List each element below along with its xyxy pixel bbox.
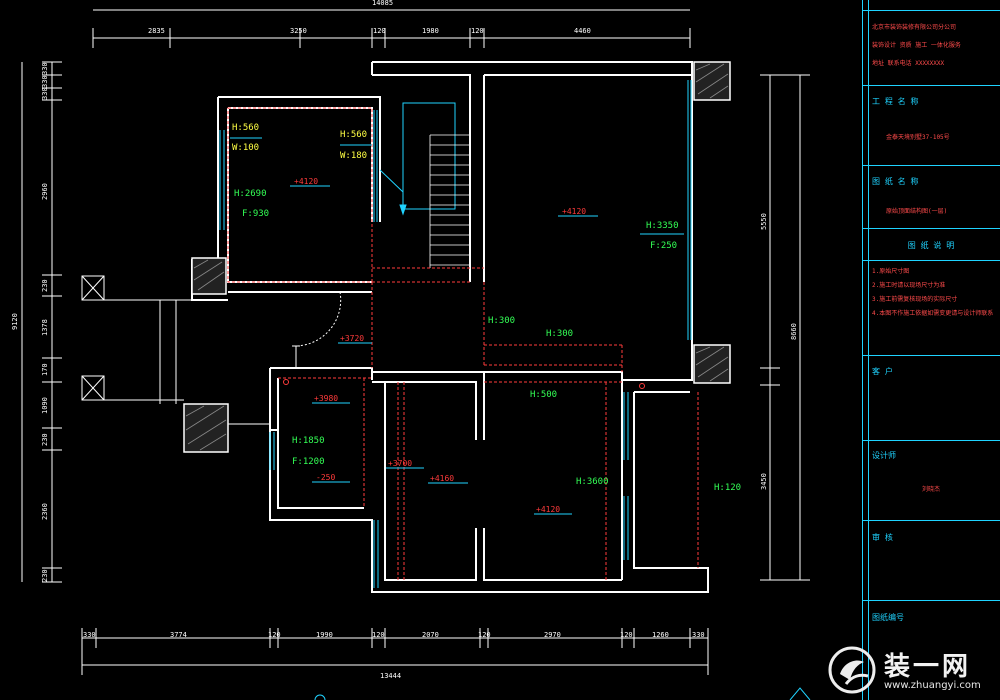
note-3: 3.施工前需复核现场的实际尺寸 (872, 296, 958, 303)
top-dimension-chain (92, 9, 691, 48)
door-swings (292, 291, 342, 368)
bottom-dim-3: 120 (268, 631, 281, 639)
bottom-marker (314, 687, 811, 700)
top-dim-total: 14085 (372, 0, 393, 7)
notes-label: 图 纸 说 明 (907, 241, 955, 250)
left-dim-4: 2960 (41, 183, 49, 200)
note-4: 4.本图不作施工依据如需变更请与设计师联系 (872, 310, 994, 317)
left-dim-3: 330 (41, 87, 49, 100)
label-h560-a: H:560 (232, 123, 259, 133)
left-dimension-chain (21, 61, 62, 583)
client-label: 客 户 (872, 367, 893, 376)
note-1: 1.原始尺寸图 (872, 268, 910, 275)
window-lines (219, 80, 692, 588)
label-elev-3980: +3980 (314, 394, 338, 403)
column-left-lower (183, 403, 229, 453)
bottom-dim-10: 1260 (652, 631, 669, 639)
right-dimension-chain (760, 74, 810, 581)
label-h120: H:120 (714, 483, 741, 493)
right-dim-1: 5550 (760, 213, 768, 230)
left-dim-7: 170 (41, 363, 49, 376)
column-top-right (693, 61, 731, 101)
top-dim-6: 4460 (574, 27, 591, 35)
right-dim-2: 8660 (790, 323, 798, 340)
company-line3: 地址 联系电话 XXXXXXXX (872, 60, 945, 67)
label-elev-4120-b: +4120 (562, 207, 586, 216)
bottom-dim-4: 1990 (316, 631, 333, 639)
review-label: 审 核 (872, 533, 893, 542)
label-elev-3720: +3720 (340, 334, 364, 343)
stair-treads (429, 134, 470, 268)
bottom-dim-8: 2970 (544, 631, 561, 639)
walls (191, 61, 709, 593)
label-elev-3700: +3700 (388, 459, 412, 468)
elevation-markers (230, 137, 684, 515)
bottom-dim-5: 120 (372, 631, 385, 639)
watermark-logo-icon (828, 646, 876, 694)
note-2: 2.施工时请以现场尺寸为准 (872, 282, 946, 289)
label-elev-4120-a: +4120 (294, 177, 318, 186)
label-f1200: F:1200 (292, 457, 325, 467)
label-w100: W:100 (232, 143, 259, 153)
label-elev-250: -250 (316, 473, 335, 482)
drawing-label: 图 纸 名 称 (872, 177, 919, 186)
watermark: 装一网 www.zhuangyi.com (826, 640, 996, 696)
beam-lines (227, 107, 699, 580)
left-dim-2: 330 (41, 75, 49, 88)
bottom-dim-7: 120 (478, 631, 491, 639)
bottom-dim-total: 13444 (380, 672, 401, 680)
company-subline: 装饰设计 资质 施工 一体化服务 (872, 42, 961, 49)
label-elev-4160: +4160 (430, 474, 454, 483)
staircase (402, 102, 456, 210)
watermark-url: www.zhuangyi.com (884, 680, 981, 691)
drawing-name: 原始顶面结构图(一层) (886, 208, 948, 215)
top-dim-5: 120 (471, 27, 484, 35)
label-h300-a: H:300 (488, 316, 515, 326)
label-h300-b: H:300 (546, 329, 573, 339)
left-dim-total: 9120 (11, 313, 19, 330)
label-f930: F:930 (242, 209, 269, 219)
label-h3350: H:3350 (646, 221, 679, 231)
label-w180: W:180 (340, 151, 367, 161)
top-dim-2: 3250 (290, 27, 307, 35)
structural-columns (183, 61, 731, 453)
designer-label: 设计师 (872, 451, 896, 460)
top-dim-1: 2835 (148, 27, 165, 35)
left-dim-1: 330 (41, 62, 49, 75)
left-dim-5: 230 (41, 279, 49, 292)
label-elev-4120-c: +4120 (536, 505, 560, 514)
exterior-boxes (81, 275, 270, 425)
project-name: 金泰天境别墅37-105号 (886, 134, 950, 141)
bottom-dimension-chain (81, 628, 709, 675)
column-mid-right (693, 344, 731, 384)
top-dim-3: 120 (373, 27, 386, 35)
markers (283, 379, 645, 389)
bottom-dim-9: 120 (620, 631, 633, 639)
project-label: 工 程 名 称 (872, 97, 919, 106)
watermark-name: 装一网 (884, 652, 972, 682)
column-left-upper (191, 257, 227, 295)
left-dim-8: 1090 (41, 397, 49, 414)
label-h560-b: H:560 (340, 130, 367, 140)
left-dim-10: 2360 (41, 503, 49, 520)
label-h2690: H:2690 (234, 189, 267, 199)
bottom-dim-2: 3774 (170, 631, 187, 639)
title-block: 北京市装饰装修有限公司分公司 装饰设计 资质 施工 一体化服务 地址 联系电话 … (862, 0, 1000, 700)
bottom-dim-1: 330 (83, 631, 96, 639)
top-dim-4: 1980 (422, 27, 439, 35)
drawing-number-label: 图纸编号 (872, 613, 904, 622)
bottom-dim-6: 2070 (422, 631, 439, 639)
designer-name: 刘晓杰 (922, 486, 941, 493)
left-dim-9: 230 (41, 433, 49, 446)
label-h500: H:500 (530, 390, 557, 400)
bottom-dim-11: 330 (692, 631, 705, 639)
label-h1850: H:1850 (292, 436, 325, 446)
company-name: 北京市装饰装修有限公司分公司 (872, 24, 957, 31)
label-h3600: H:3600 (576, 477, 609, 487)
left-dim-11: 230 (41, 569, 49, 582)
label-f250: F:250 (650, 241, 677, 251)
left-dim-6: 1378 (41, 319, 49, 336)
right-dim-3: 3450 (760, 473, 768, 490)
